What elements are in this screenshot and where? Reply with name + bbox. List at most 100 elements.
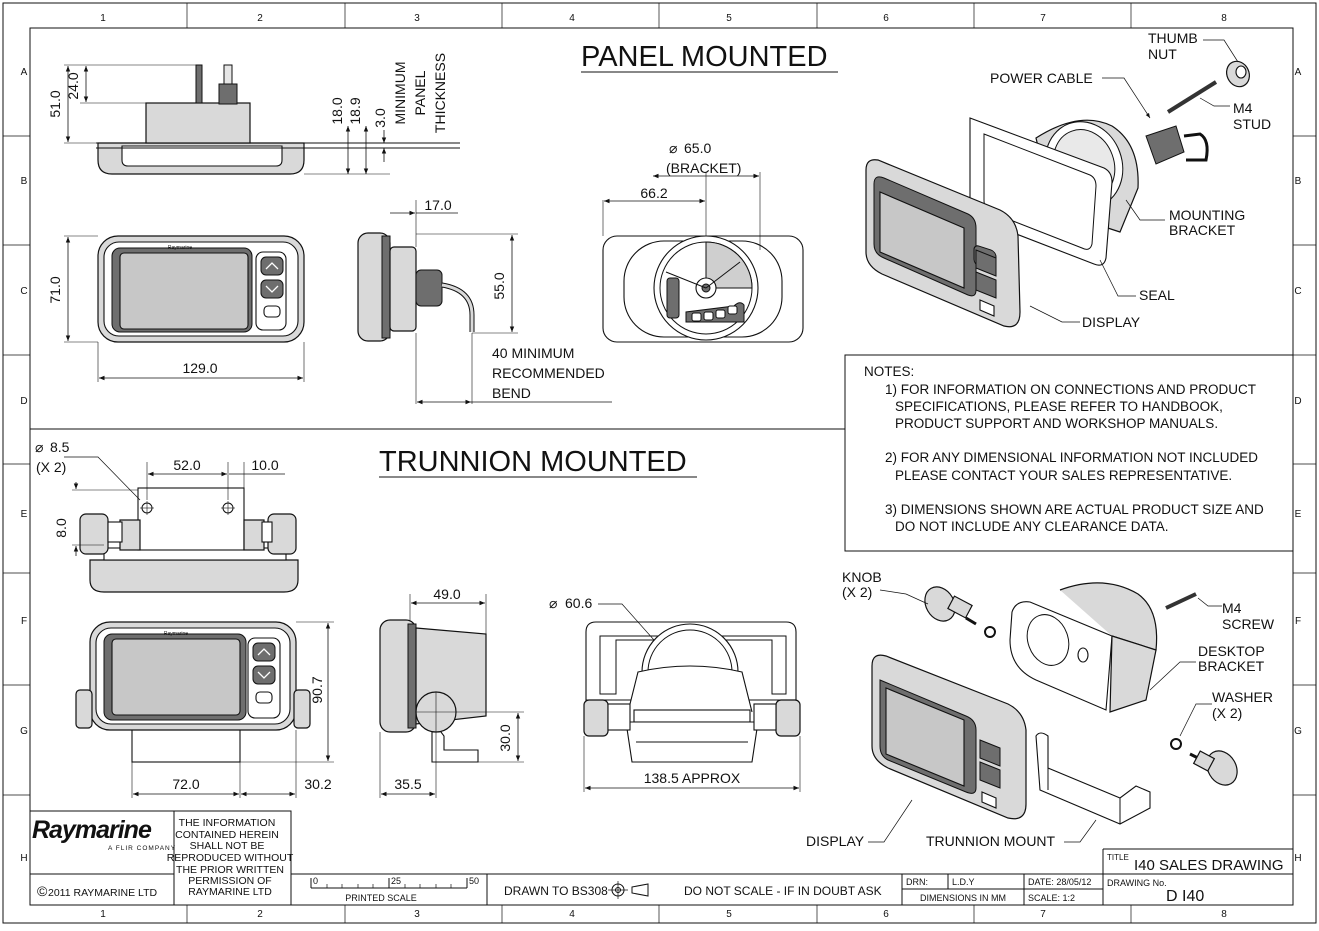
panel-cable-side-view — [357, 232, 475, 342]
row-label: H — [1294, 853, 1301, 864]
label-washer-qty: (X 2) — [1212, 705, 1242, 721]
projection-symbol — [608, 881, 649, 899]
copyright-symbol: © — [37, 883, 48, 899]
drawn-to-standard: DRAWN TO BS308 — [504, 884, 608, 898]
panel-side-view — [96, 64, 460, 175]
dim-8-5: 8.5 — [50, 439, 70, 455]
col-label: 3 — [414, 13, 420, 24]
dim-129: 129.0 — [182, 360, 217, 376]
bend-line-1: 40 MINIMUM — [492, 345, 574, 361]
trunnion-top-view — [79, 487, 299, 593]
min-panel-thickness-2: PANEL — [412, 70, 428, 115]
bracket-label: (BRACKET) — [666, 160, 741, 176]
panel-front-view: Raymarine — [97, 235, 305, 343]
dimensions-in-mm: DIMENSIONS IN MM — [920, 893, 1006, 903]
row-label: D — [1294, 396, 1301, 407]
dim-10: 10.0 — [251, 457, 278, 473]
trunnion-mounted-title: TRUNNION MOUNTED — [379, 446, 687, 478]
label-trunnion-mount: TRUNNION MOUNT — [926, 833, 1056, 849]
grid-labels: 1 2 3 4 5 6 7 8 1 2 3 4 5 6 7 8 A B C D … — [20, 13, 1302, 920]
label-display: DISPLAY — [1082, 314, 1141, 330]
trunnion-rear-view — [583, 621, 801, 763]
label-m4: M4 — [1233, 100, 1253, 116]
note-line: DO NOT INCLUDE ANY CLEARANCE DATA. — [895, 519, 1169, 534]
note-line: PRODUCT SUPPORT AND WORKSHOP MANUALS. — [895, 416, 1218, 431]
dia-60-6-symbol: ⌀ — [549, 595, 557, 611]
label-bracket: BRACKET — [1198, 658, 1265, 674]
confidential-line: PERMISSION OF — [188, 875, 271, 887]
drawing-no-label: DRAWING No. — [1107, 878, 1167, 888]
label-washer: WASHER — [1212, 689, 1273, 705]
raymarine-logo: Raymarine — [32, 816, 152, 844]
note-line: 3) DIMENSIONS SHOWN ARE ACTUAL PRODUCT S… — [885, 502, 1264, 517]
confidential-line: THE PRIOR WRITTEN — [176, 864, 284, 876]
label-seal: SEAL — [1139, 287, 1175, 303]
dim-90-7: 90.7 — [309, 676, 325, 703]
printed-scale-label: PRINTED SCALE — [345, 893, 417, 903]
col-label: 8 — [1221, 13, 1227, 24]
dim-72: 72.0 — [172, 776, 199, 792]
flir-subtitle: A FLIR COMPANY — [108, 845, 176, 852]
dim-60-6: 60.6 — [565, 595, 592, 611]
col-label: 4 — [569, 13, 575, 24]
note-line: 1) FOR INFORMATION ON CONNECTIONS AND PR… — [885, 382, 1256, 397]
dim-49: 49.0 — [433, 586, 460, 602]
dia-65-symbol: ⌀ — [669, 140, 677, 156]
bend-line-2: RECOMMENDED — [492, 365, 605, 381]
device-brand: Raymarine — [164, 631, 188, 637]
dim-71: 71.0 — [47, 276, 63, 303]
row-label: E — [21, 509, 28, 520]
scale-tick-25: 25 — [391, 876, 401, 886]
notes-heading: NOTES: — [864, 364, 914, 379]
row-label: F — [21, 616, 27, 627]
label-desktop: DESKTOP — [1198, 643, 1265, 659]
copyright: 2011 RAYMARINE LTD — [48, 887, 158, 899]
do-not-scale: DO NOT SCALE - IF IN DOUBT ASK — [684, 884, 882, 898]
notes-box: NOTES: 1) FOR INFORMATION ON CONNECTIONS… — [844, 354, 1294, 552]
min-panel-thickness-1: MINIMUM — [392, 62, 408, 125]
col-label: 3 — [414, 909, 420, 920]
col-label: 7 — [1040, 13, 1046, 24]
note-line: SPECIFICATIONS, PLEASE REFER TO HANDBOOK… — [895, 399, 1223, 414]
confidential-line: REPRODUCED WITHOUT — [167, 852, 294, 864]
col-label: 7 — [1040, 909, 1046, 920]
panel-exploded-view — [865, 60, 1250, 328]
dim-138-5: 138.5 APPROX — [644, 770, 741, 786]
note-line: 2) FOR ANY DIMENSIONAL INFORMATION NOT I… — [885, 450, 1258, 465]
bend-line-3: BEND — [492, 385, 531, 401]
label-thumb: THUMB — [1148, 30, 1198, 46]
dim-18: 18.0 — [329, 97, 345, 124]
date: DATE: 28/05/12 — [1028, 877, 1091, 887]
dim-66-2: 66.2 — [640, 185, 667, 201]
trunnion-side-view — [379, 619, 487, 763]
dim-30: 30.0 — [497, 724, 513, 751]
min-panel-thickness-3: THICKNESS — [432, 53, 448, 133]
scale: SCALE: 1:2 — [1028, 893, 1075, 903]
label-m4: M4 — [1222, 600, 1242, 616]
row-label: B — [21, 176, 28, 187]
printed-scale-ruler: 0 25 50 PRINTED SCALE — [310, 876, 479, 903]
drawing-title: I40 SALES DRAWING — [1134, 857, 1284, 874]
label-nut: NUT — [1148, 46, 1177, 62]
scale-tick-0: 0 — [313, 876, 318, 886]
confidential-line: THE INFORMATION — [179, 817, 276, 829]
col-label: 2 — [257, 13, 263, 24]
scale-tick-50: 50 — [469, 876, 479, 886]
row-label: G — [1294, 726, 1302, 737]
row-label: E — [1295, 509, 1302, 520]
confidential-line: SHALL NOT BE — [190, 840, 265, 852]
title-block — [29, 810, 1293, 906]
row-label: F — [1295, 616, 1301, 627]
dim-3: 3.0 — [372, 108, 388, 128]
dim-65: 65.0 — [684, 140, 711, 156]
col-label: 2 — [257, 909, 263, 920]
label-knob: KNOB — [842, 569, 882, 585]
label-bracket: BRACKET — [1169, 222, 1236, 238]
col-label: 1 — [100, 909, 106, 920]
row-label: C — [20, 286, 27, 297]
label-mounting: MOUNTING — [1169, 207, 1245, 223]
col-label: 8 — [1221, 909, 1227, 920]
drn-value: L.D.Y — [952, 877, 975, 887]
